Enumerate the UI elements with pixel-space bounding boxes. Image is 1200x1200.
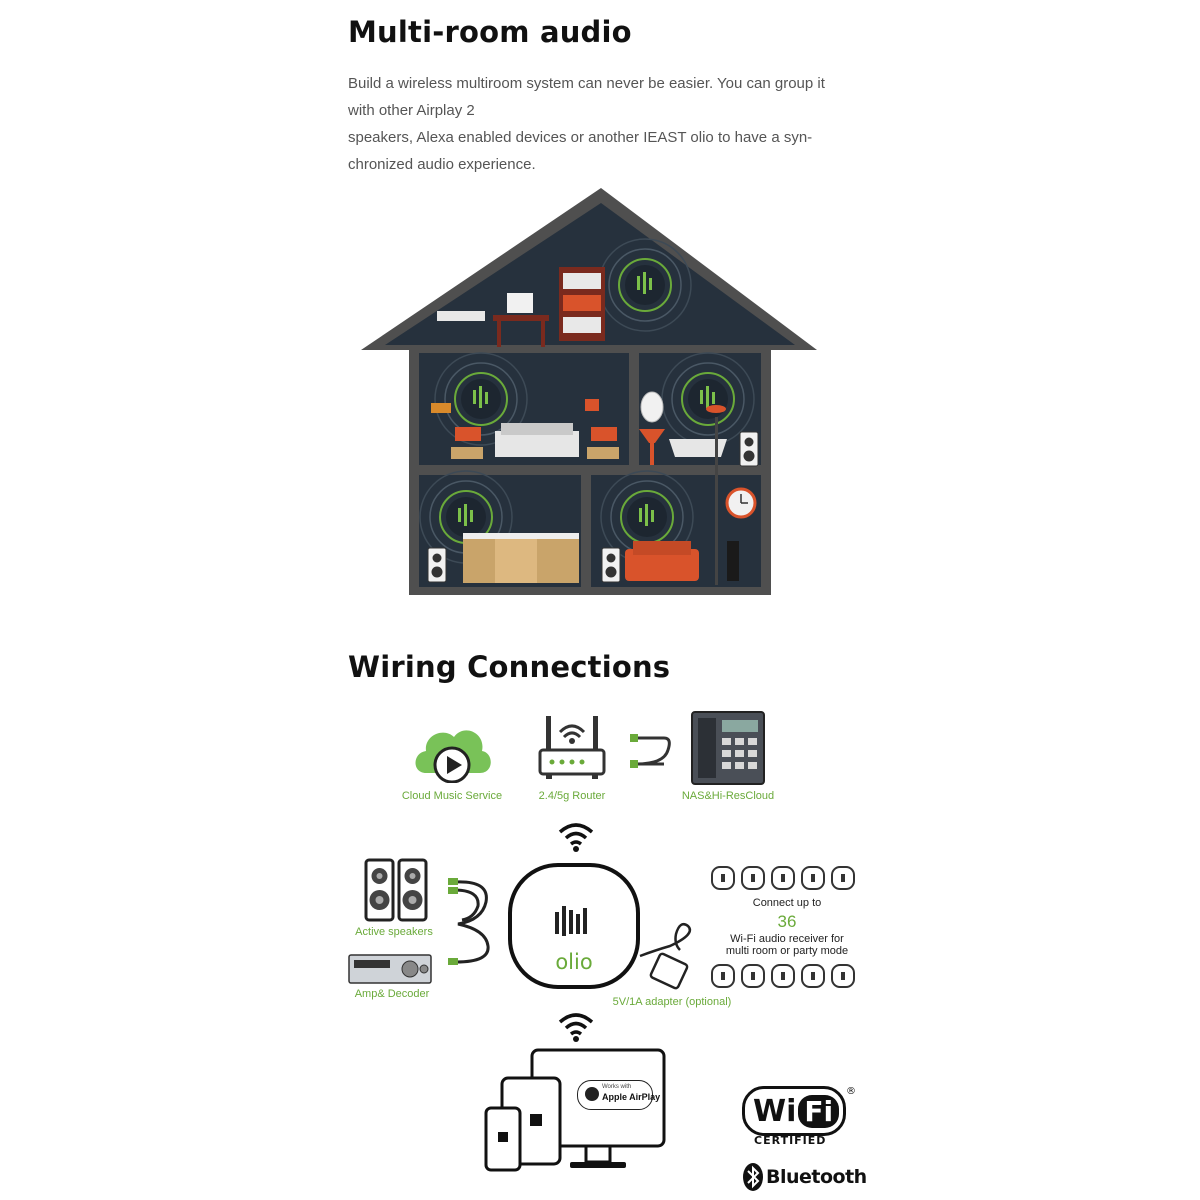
airplay-small: Works with	[602, 1084, 632, 1090]
bluetooth-label: Bluetooth	[766, 1166, 867, 1188]
bluetooth-logo: Bluetooth	[742, 1162, 867, 1192]
connect-line2: Wi-Fi audio receiver for	[730, 933, 844, 945]
rca-cable-icon	[446, 874, 498, 970]
speakers-caption: Active speakers	[355, 926, 433, 938]
adapter-icon	[636, 920, 700, 992]
router-icon	[536, 710, 608, 782]
receiver-row-bottom	[710, 963, 860, 989]
nas-caption: NAS&Hi-ResCloud	[681, 790, 775, 802]
description-line: chronized audio experience.	[348, 156, 536, 173]
wifi-certified-label: CERTIFIED	[754, 1134, 827, 1147]
olio-brand: olio	[555, 950, 593, 974]
adapter-caption: 5V/1A adapter (optional)	[612, 996, 732, 1008]
wifi-signal-icon	[556, 818, 596, 854]
multiroom-description: Build a wireless multiroom system can ne…	[348, 70, 868, 178]
cable-icon	[628, 730, 672, 772]
nas-icon	[690, 710, 766, 786]
amplifier-icon	[348, 954, 432, 984]
receiver-row-top	[710, 865, 860, 891]
router-caption: 2.4/5g Router	[538, 790, 606, 802]
devices-icon	[484, 1048, 670, 1174]
airplay-badge: Works with Apple AirPlay	[577, 1080, 660, 1110]
multiroom-title: Multi-room audio	[348, 15, 632, 49]
airplay-main: Apple AirPlay	[602, 1092, 661, 1102]
connect-count: 36	[777, 912, 797, 931]
wifi-logo-box: Fi	[798, 1094, 840, 1128]
cloud-caption: Cloud Music Service	[401, 790, 503, 802]
wifi-logo-text: Wi	[753, 1093, 797, 1129]
cloud-play-icon	[410, 715, 494, 783]
wiring-title: Wiring Connections	[348, 650, 671, 684]
description-line: Build a wireless multiroom system can ne…	[348, 75, 825, 92]
olio-hub-icon	[507, 862, 641, 990]
house-illustration	[355, 185, 825, 597]
connect-line1: Connect up to	[752, 897, 822, 909]
bluetooth-icon	[743, 1163, 763, 1191]
description-line: with other Airplay 2	[348, 102, 475, 119]
speaker-pair-icon	[364, 858, 428, 922]
wifi-signal-icon	[556, 1008, 596, 1044]
amp-caption: Amp& Decoder	[354, 988, 430, 1000]
connect-line3: multi room or party mode	[725, 945, 849, 957]
airplay-icon	[585, 1087, 599, 1101]
description-line: speakers, Alexa enabled devices or anoth…	[348, 129, 813, 146]
wifi-certified-logo: Wi Fi ® CERTIFIED	[742, 1086, 862, 1152]
